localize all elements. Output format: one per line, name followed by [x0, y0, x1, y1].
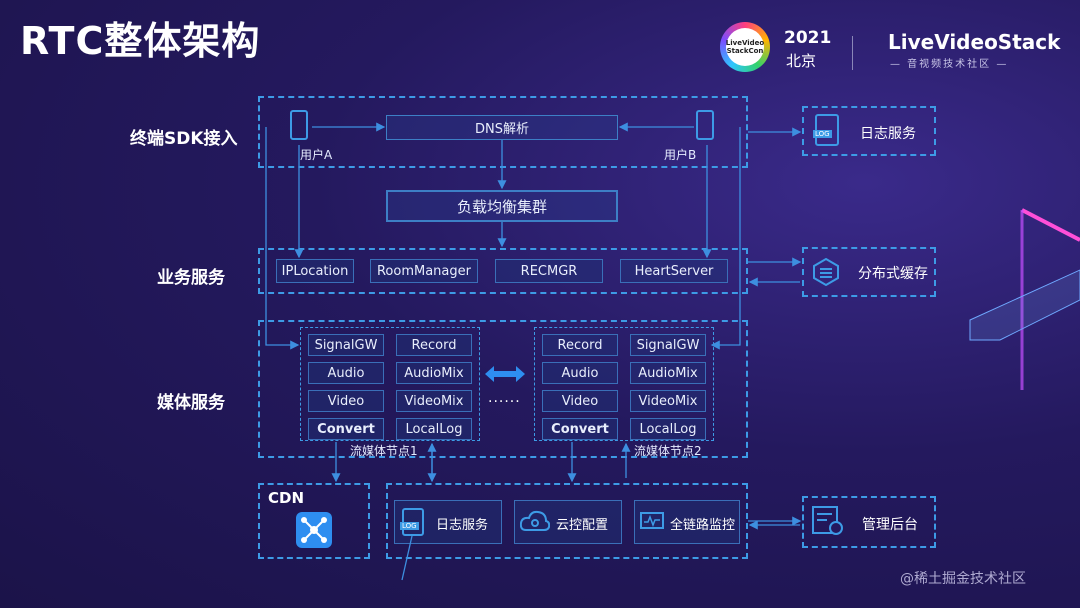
business-region — [258, 248, 748, 294]
city: 北京 — [786, 52, 817, 70]
business-item-heartserver: HeartServer — [620, 259, 728, 283]
media-region — [258, 320, 748, 458]
conference-logo: LiveVideo StackCon — [720, 22, 770, 72]
admin-label: 管理后台 — [862, 517, 918, 533]
business-item-roommanager: RoomManager — [370, 259, 478, 283]
log-file-icon: LOG — [813, 114, 839, 146]
phone-icon — [290, 110, 308, 140]
watermark: @稀土掘金技术社区 — [900, 571, 1026, 587]
media-node-2 — [534, 327, 714, 441]
header-divider — [852, 36, 853, 70]
node1-caption: 流媒体节点1 — [350, 444, 418, 458]
monitor-icon — [640, 512, 664, 529]
node2-convert: Convert — [542, 418, 618, 440]
layer-business-label: 业务服务 — [157, 268, 225, 288]
cdn-label: CDN — [268, 489, 305, 507]
ops-monitor-label: 全链路监控 — [670, 518, 736, 533]
ops-region — [386, 483, 748, 559]
brand-logo: LiveVideoStack — [888, 30, 1061, 54]
year: 2021 — [784, 28, 832, 48]
media-node-1 — [300, 327, 480, 441]
brand-subtitle: — 音视频技术社区 — — [890, 59, 1009, 70]
distributed-cache-label: 分布式缓存 — [858, 266, 928, 282]
node2-audio: Audio — [542, 362, 618, 384]
node2-caption: 流媒体节点2 — [634, 444, 702, 458]
log-service-top — [802, 106, 936, 156]
decorative-glow — [969, 208, 1080, 390]
distributed-cache-region — [802, 247, 936, 297]
ops-log-label: 日志服务 — [436, 518, 489, 533]
log-badge: LOG — [400, 522, 419, 530]
log-service-top-label: 日志服务 — [860, 126, 916, 142]
layer-terminal-label: 终端SDK接入 — [130, 129, 238, 149]
node2-signalgw: SignalGW — [630, 334, 706, 356]
node2-audiomix: AudioMix — [630, 362, 706, 384]
database-icon — [813, 258, 839, 286]
terminal-region — [258, 96, 748, 168]
node2-locallog: LocalLog — [630, 418, 706, 440]
business-item-recmgr: RECMGR — [495, 259, 603, 283]
ellipsis: ...... — [488, 390, 521, 406]
user-b-label: 用户B — [664, 148, 697, 162]
cdn-network-icon — [296, 512, 332, 548]
load-balancer-box: 负载均衡集群 — [386, 190, 618, 222]
log-file-icon: LOG — [400, 508, 424, 536]
business-item-iplocation: IPLocation — [276, 259, 354, 283]
node1-signalgw: SignalGW — [308, 334, 384, 356]
node1-audiomix: AudioMix — [396, 362, 472, 384]
admin-region — [802, 496, 936, 548]
node1-convert: Convert — [308, 418, 384, 440]
node1-record: Record — [396, 334, 472, 356]
layer-media-label: 媒体服务 — [157, 393, 225, 413]
ops-cloud-label: 云控配置 — [556, 518, 609, 533]
admin-settings-icon — [812, 506, 843, 535]
user-a-label: 用户A — [300, 148, 333, 162]
exchange-arrow-icon — [485, 366, 525, 382]
node2-video: Video — [542, 390, 618, 412]
log-badge: LOG — [813, 130, 832, 138]
node2-record: Record — [542, 334, 618, 356]
cdn-region — [258, 483, 370, 559]
dns-box: DNS解析 — [386, 115, 618, 140]
phone-icon — [696, 110, 714, 140]
node1-video: Video — [308, 390, 384, 412]
node2-videomix: VideoMix — [630, 390, 706, 412]
node1-audio: Audio — [308, 362, 384, 384]
node1-locallog: LocalLog — [396, 418, 472, 440]
page-title: RTC整体架构 — [20, 19, 261, 63]
node1-videomix: VideoMix — [396, 390, 472, 412]
cloud-gear-icon — [520, 510, 550, 531]
conference-logo-text: LiveVideo StackCon — [726, 28, 764, 66]
